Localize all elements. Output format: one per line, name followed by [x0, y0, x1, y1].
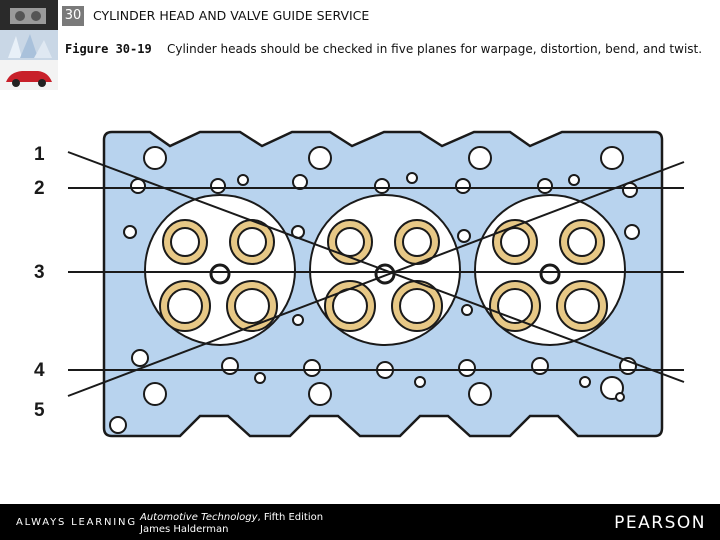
plane-label-2: 2 — [34, 178, 45, 199]
plane-label-1: 1 — [34, 144, 45, 165]
book-edition: , Fifth Edition — [257, 512, 324, 523]
book-credit: Automotive Technology, Fifth Edition Jam… — [140, 512, 323, 536]
book-author: James Halderman — [140, 524, 229, 535]
chapter-number: 30 — [62, 6, 84, 26]
chapter-thumbnails — [0, 0, 58, 90]
footer-bar: ALWAYS LEARNING Automotive Technology, F… — [0, 504, 720, 540]
plane-line-1 — [67, 151, 685, 383]
plane-line-5 — [67, 161, 685, 397]
slide-title: CYLINDER HEAD AND VALVE GUIDE SERVICE — [93, 8, 370, 23]
crystal-thumbnail — [0, 30, 58, 60]
always-learning-label: ALWAYS LEARNING — [16, 517, 137, 528]
book-title: Automotive Technology — [140, 512, 258, 523]
engine-thumbnail — [0, 0, 58, 30]
publisher-logo: PEARSON — [614, 513, 706, 533]
plane-label-5: 5 — [34, 400, 45, 421]
combustion-chamber-3 — [474, 194, 626, 346]
figure-label: Figure 30-19 — [65, 42, 152, 56]
cylinder-head-illustration: 1 2 3 4 5 — [34, 130, 685, 438]
car-thumbnail — [0, 60, 58, 90]
caption-text: Cylinder heads should be checked in five… — [166, 42, 703, 56]
plane-label-4: 4 — [34, 360, 45, 381]
plane-label-3: 3 — [34, 262, 45, 283]
combustion-chamber-1 — [144, 194, 296, 346]
measurement-lines — [67, 151, 685, 397]
figure-caption: Figure 30-19 Cylinder heads should be ch… — [65, 42, 705, 57]
